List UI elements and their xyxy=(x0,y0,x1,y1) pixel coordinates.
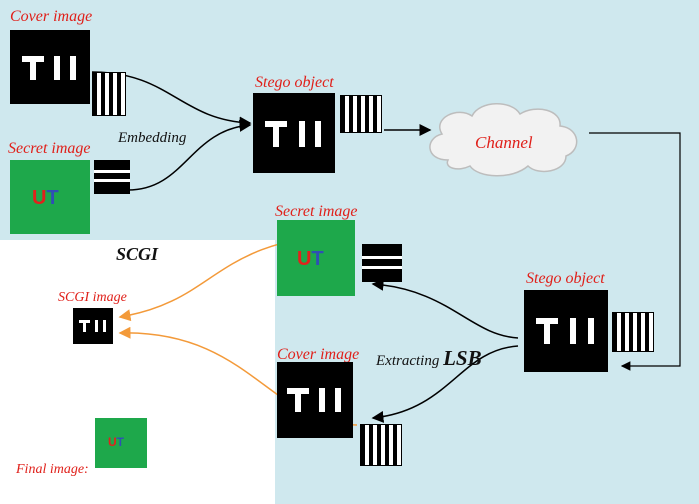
stego-bits-bottom xyxy=(612,312,654,352)
secret-image-top: UT xyxy=(10,160,90,234)
label-stego-object-top: Stego object xyxy=(255,74,334,91)
cover-bits-top xyxy=(92,72,126,116)
cover-image-bottom xyxy=(277,362,353,438)
arrow-stego-to-cover xyxy=(371,345,519,423)
label-final-image: Final image: xyxy=(16,462,89,477)
label-secret-image-mid: Secret image xyxy=(275,203,358,220)
label-extracting: Extracting LSB xyxy=(376,346,482,370)
secret-bits-top xyxy=(94,160,130,194)
secret-bits-mid xyxy=(362,244,402,282)
cover-image-top xyxy=(10,30,90,104)
label-cover-image-bottom: Cover image xyxy=(277,346,360,363)
cover-bits-bottom xyxy=(360,424,402,466)
label-channel: Channel xyxy=(475,133,533,152)
label-secret-image-top: Secret image xyxy=(8,140,91,157)
stego-object-top xyxy=(253,93,335,173)
scgi-image xyxy=(73,308,113,344)
final-image: UT xyxy=(95,418,147,468)
label-scgi-heading: SCGI xyxy=(116,244,159,264)
arrow-stego-to-secret xyxy=(371,278,519,339)
channel-cloud xyxy=(429,103,578,177)
label-scgi-image: SCGI image xyxy=(58,290,127,305)
label-cover-image-top: Cover image xyxy=(10,8,93,25)
label-lsb: LSB xyxy=(443,346,482,370)
line-channel-to-right xyxy=(589,132,681,371)
stego-bits-top xyxy=(340,95,382,133)
secret-image-mid: UT xyxy=(277,220,355,296)
label-embedding: Embedding xyxy=(118,130,187,146)
label-stego-object-bottom: Stego object xyxy=(526,270,605,287)
stego-object-bottom xyxy=(524,290,608,372)
arrow-secret-to-stego xyxy=(127,119,252,191)
